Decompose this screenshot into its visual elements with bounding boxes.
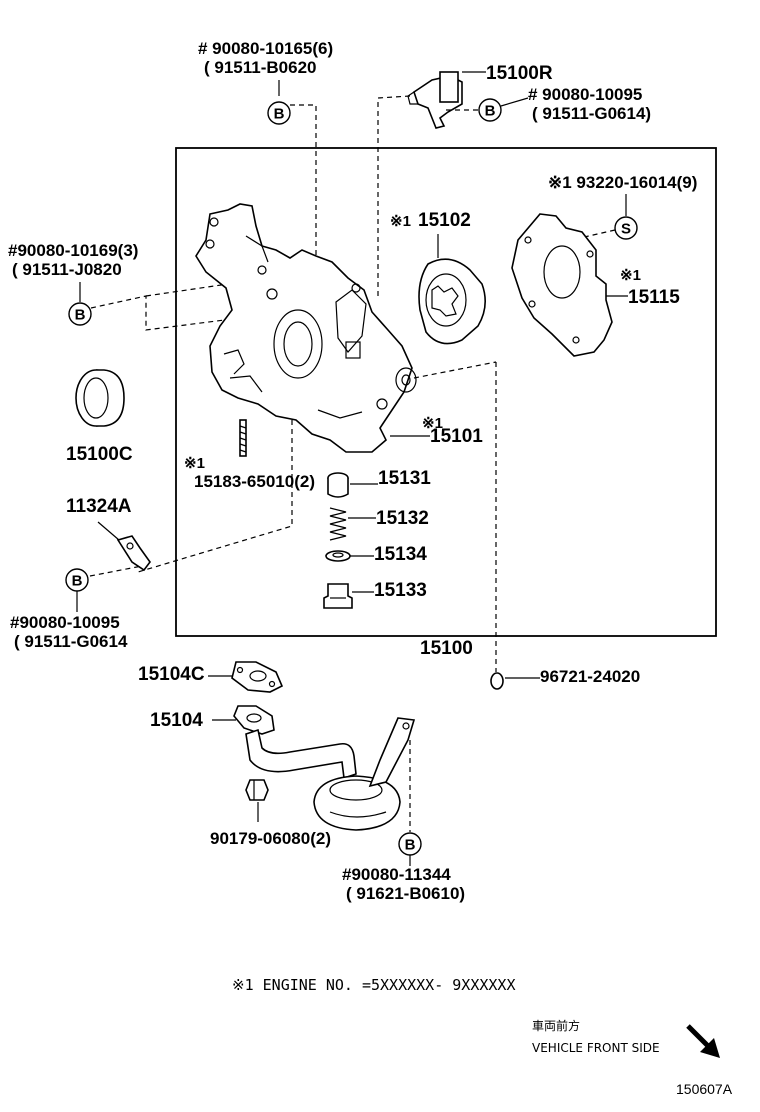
cam-position-sensor[interactable]: [407, 71, 463, 129]
relief-valve-label: 15131: [378, 468, 431, 489]
oil-seal[interactable]: [75, 369, 125, 427]
strainer-bolt-label-2: ( 91621-B0610): [346, 884, 465, 903]
sensor-bolt-label-2: ( 91511-G0614): [532, 104, 651, 123]
oil-pump-body[interactable]: [195, 203, 417, 453]
front-direction-arrow-icon: [686, 1024, 720, 1058]
sensor-bolt-label-1: # 90080-10095: [528, 85, 642, 104]
svg-text:B: B: [485, 103, 496, 120]
oring-label: 96721-24020: [540, 667, 640, 686]
top-bolt-label-1: # 90080-10165(6): [198, 39, 333, 58]
bolt-marker-top: B: [267, 101, 291, 125]
bolt-marker-sensor: B: [478, 98, 502, 122]
spring-retainer[interactable]: [325, 550, 351, 562]
bolt-marker-bottom-left: B: [65, 568, 89, 592]
cover-mark: ※1: [620, 267, 641, 284]
body-label: 15101: [430, 426, 483, 447]
retainer-label: 15134: [374, 544, 427, 565]
svg-text:S: S: [621, 221, 631, 238]
figure-id: 150607A: [676, 1081, 733, 1097]
seal-label: 15100C: [66, 444, 133, 465]
sensor-label: 15100R: [486, 63, 553, 84]
plug-label: 15133: [374, 580, 427, 601]
strainer-gasket[interactable]: [231, 661, 284, 693]
rotor-label: 15102: [418, 210, 471, 231]
top-bolt-label-2: ( 91511-B0620: [204, 58, 316, 77]
relief-spring[interactable]: [329, 507, 347, 541]
pump-cover-plate[interactable]: [511, 213, 613, 357]
svg-text:B: B: [72, 573, 83, 590]
engine-number-footnote: ※1 ENGINE NO. =5XXXXXX- 9XXXXXX: [232, 976, 516, 994]
o-ring[interactable]: [490, 672, 504, 690]
vehicle-front-en: VEHICLE FRONT SIDE: [532, 1041, 660, 1055]
left-bolt-label-1: #90080-10169(3): [8, 241, 138, 260]
strainer-bolt-label-1: #90080-11344: [342, 865, 451, 884]
gasket-label: 15104C: [138, 664, 205, 685]
svg-text:B: B: [405, 837, 416, 854]
screw-marker-s: S: [614, 216, 638, 240]
assembly-boundary-box: [175, 147, 717, 637]
stud-label: 15183-65010(2): [194, 472, 315, 491]
pump-rotor[interactable]: [418, 258, 486, 345]
body-mark: ※1: [422, 415, 443, 432]
left-bolt-label-2: ( 91511-J0820: [12, 260, 122, 279]
strainer-nut[interactable]: [245, 779, 269, 801]
svg-text:B: B: [75, 307, 86, 324]
oil-strainer[interactable]: [233, 705, 416, 831]
relief-valve[interactable]: [327, 472, 349, 498]
engine-bracket[interactable]: [116, 535, 151, 572]
strainer-label: 15104: [150, 710, 203, 731]
stud-mark: ※1: [184, 455, 205, 472]
nut-label: 90179-06080(2): [210, 829, 331, 848]
relief-plug[interactable]: [323, 583, 353, 609]
rotor-mark: ※1: [390, 213, 411, 230]
svg-text:B: B: [274, 106, 285, 123]
bolt-marker-strainer: B: [398, 832, 422, 856]
bolt-marker-left: B: [68, 302, 92, 326]
stud-bolt[interactable]: [239, 419, 247, 457]
cover-screw-label: ※1 93220-16014(9): [548, 173, 697, 192]
bottom-bolt-label-1: #90080-10095: [10, 613, 120, 632]
bracket-label: 11324A: [66, 496, 132, 517]
cover-label: 15115: [628, 287, 680, 308]
vehicle-front-jp: 車両前方: [532, 1018, 580, 1033]
spring-label: 15132: [376, 508, 429, 529]
assembly-label: 15100: [420, 638, 473, 659]
bottom-bolt-label-2: ( 91511-G0614: [14, 632, 128, 651]
